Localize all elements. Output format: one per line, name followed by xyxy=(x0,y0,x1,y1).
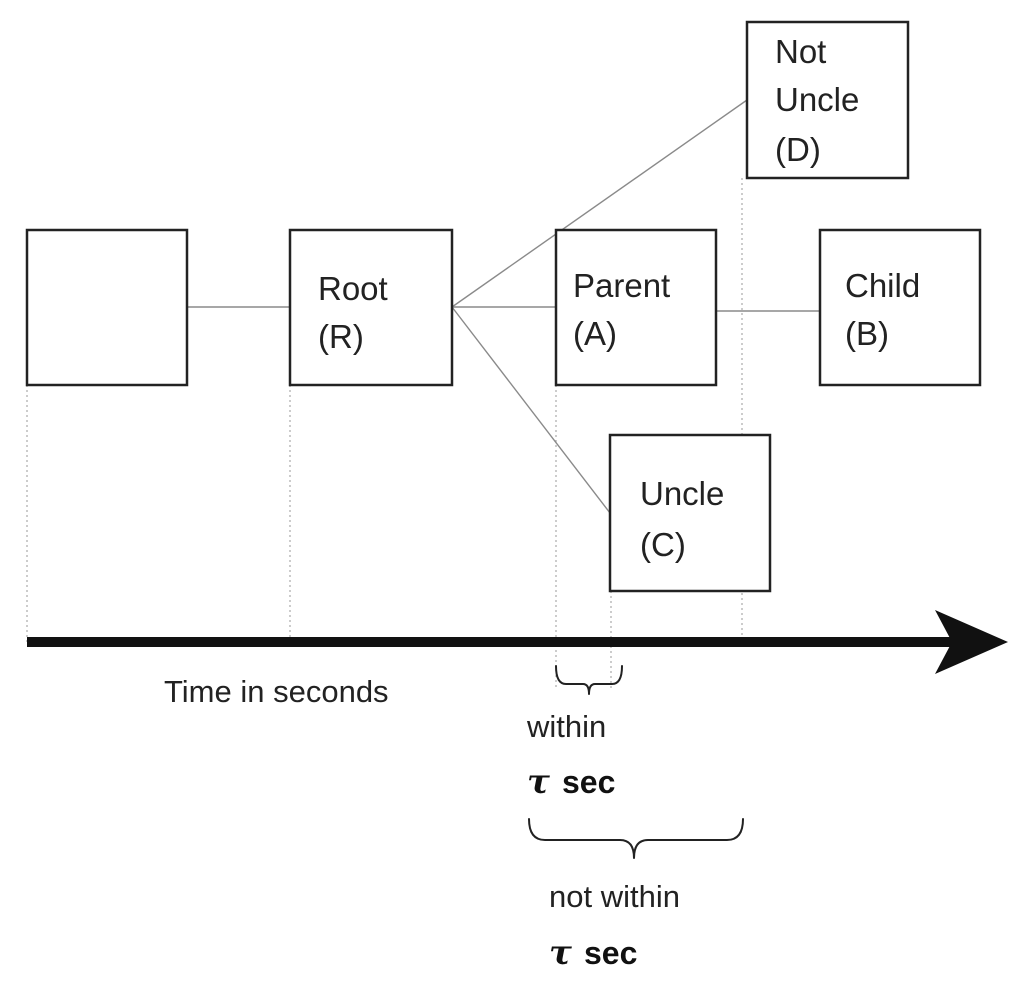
node-child: Child (B) xyxy=(818,228,982,387)
not-within-annotation: not within τ sec xyxy=(528,818,744,973)
node-parent-line-2: (A) xyxy=(573,315,617,352)
within-tau: τ xyxy=(527,762,550,802)
node-previous-box xyxy=(25,228,189,387)
link-root-uncle xyxy=(451,306,611,514)
node-uncle-box xyxy=(608,433,772,593)
node-parent-line-1: Parent xyxy=(573,267,670,304)
time-axis-label: Time in seconds xyxy=(164,674,389,709)
connections xyxy=(187,99,820,514)
node-child-box xyxy=(818,228,982,387)
not-within-label: not within xyxy=(549,879,680,914)
not-within-brace xyxy=(528,818,744,859)
node-root: Root (R) xyxy=(288,228,454,387)
link-root-not-uncle xyxy=(451,99,748,308)
node-not-uncle: Not Uncle (D) xyxy=(745,20,910,180)
not-within-unit: sec xyxy=(584,935,637,971)
within-brace xyxy=(555,665,623,695)
node-not-uncle-line-3: (D) xyxy=(775,131,821,168)
node-not-uncle-line-1: Not xyxy=(775,33,826,70)
time-axis-arrowhead xyxy=(935,610,1008,674)
within-unit: sec xyxy=(562,764,615,800)
node-root-box xyxy=(288,228,454,387)
node-uncle-line-2: (C) xyxy=(640,526,686,563)
node-child-line-2: (B) xyxy=(845,315,889,352)
node-root-line-1: Root xyxy=(318,270,388,307)
within-label: within xyxy=(526,709,606,744)
time-axis: Time in seconds xyxy=(27,610,1008,709)
node-previous xyxy=(25,228,189,387)
node-uncle-line-1: Uncle xyxy=(640,475,724,512)
node-uncle: Uncle (C) xyxy=(608,433,772,593)
node-parent: Parent (A) xyxy=(554,228,718,387)
within-annotation: within τ sec xyxy=(526,665,623,802)
node-not-uncle-box xyxy=(745,20,910,180)
node-root-line-2: (R) xyxy=(318,318,364,355)
node-child-line-1: Child xyxy=(845,267,920,304)
node-not-uncle-line-2: Uncle xyxy=(775,81,859,118)
not-within-tau: τ xyxy=(549,933,572,973)
node-parent-box xyxy=(554,228,718,387)
